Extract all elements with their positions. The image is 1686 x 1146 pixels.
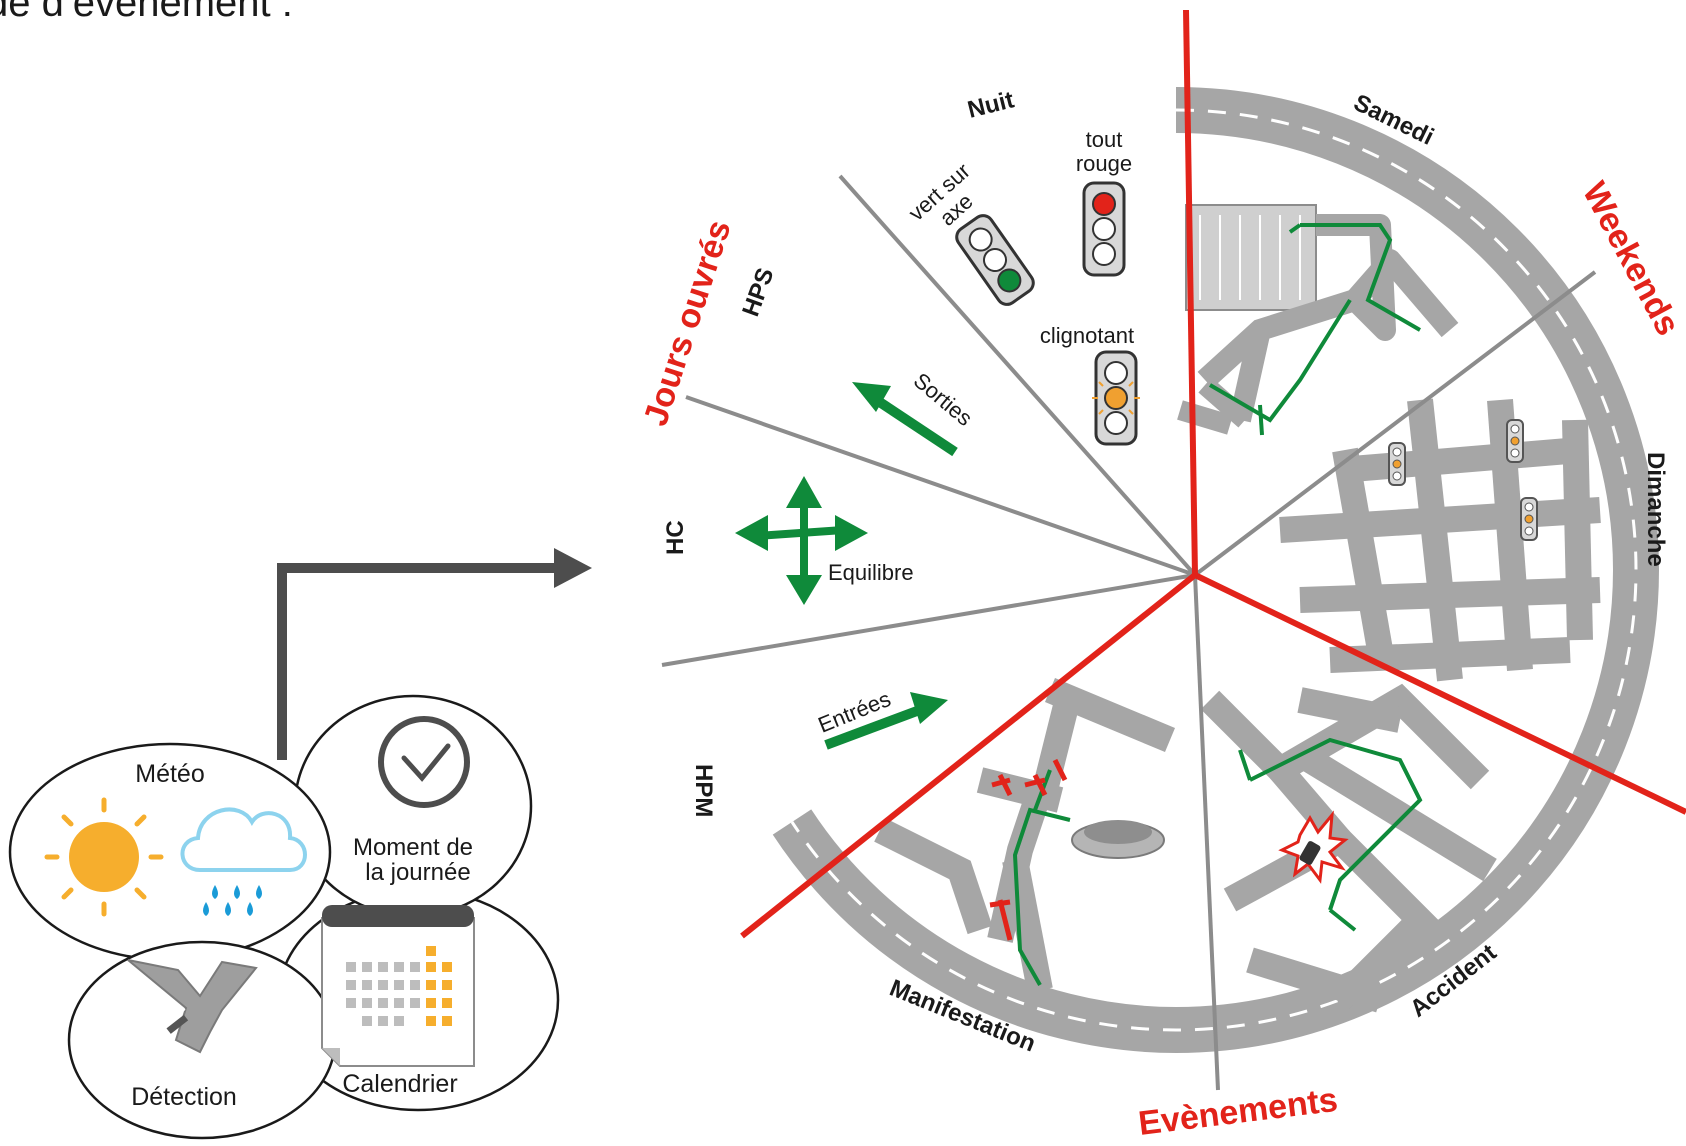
category-dividers [740, 9, 1686, 939]
connector-arrow [277, 548, 592, 760]
divider-lines [661, 174, 1597, 1091]
dimanche-traffic-lights [1388, 419, 1538, 541]
calendar-icon [321, 905, 475, 1067]
dimanche-roads [1279, 398, 1601, 682]
samedi-roads [1177, 204, 1459, 435]
red-barriers [989, 758, 1068, 941]
label-hc: HC [662, 520, 689, 555]
page-title: de d’évènement : [0, 0, 293, 25]
label-clignotant: clignotant [1040, 323, 1134, 348]
label-tout: tout [1086, 127, 1123, 152]
label-moment-2: la journée [365, 859, 470, 886]
traffic-light-green [955, 214, 1035, 306]
label-evenements: Evènements [1136, 1081, 1339, 1143]
label-hps: HPS [737, 264, 779, 320]
entrees-arrow-icon [824, 692, 948, 750]
label-calendrier: Calendrier [342, 1070, 457, 1098]
rain-cloud-icon [180, 807, 307, 916]
label-detection: Détection [131, 1083, 237, 1111]
label-moment-1: Moment de [353, 834, 473, 861]
sorties-arrow-icon [852, 382, 958, 457]
label-equilibre: Equilibre [828, 560, 914, 585]
ring-road [772, 87, 1660, 1054]
label-sorties: Sorties [909, 368, 978, 431]
traffic-light-red [1082, 181, 1126, 277]
sun-icon [44, 797, 164, 917]
accident-roads [1200, 683, 1497, 1013]
label-dimanche: Dimanche [1642, 452, 1669, 567]
stadium-icon [1071, 820, 1165, 859]
label-hpm: HPM [690, 764, 717, 817]
label-nuit: Nuit [965, 86, 1017, 123]
detection-road-icon [127, 959, 258, 1054]
accident-icon [1278, 810, 1349, 884]
traffic-light-blinking [1092, 350, 1140, 446]
equilibre-arrows-icon [735, 476, 868, 605]
label-meteo: Météo [135, 760, 204, 788]
label-rouge: rouge [1076, 151, 1132, 176]
label-weekends: Weekends [1575, 176, 1686, 342]
clock-icon [378, 716, 470, 808]
